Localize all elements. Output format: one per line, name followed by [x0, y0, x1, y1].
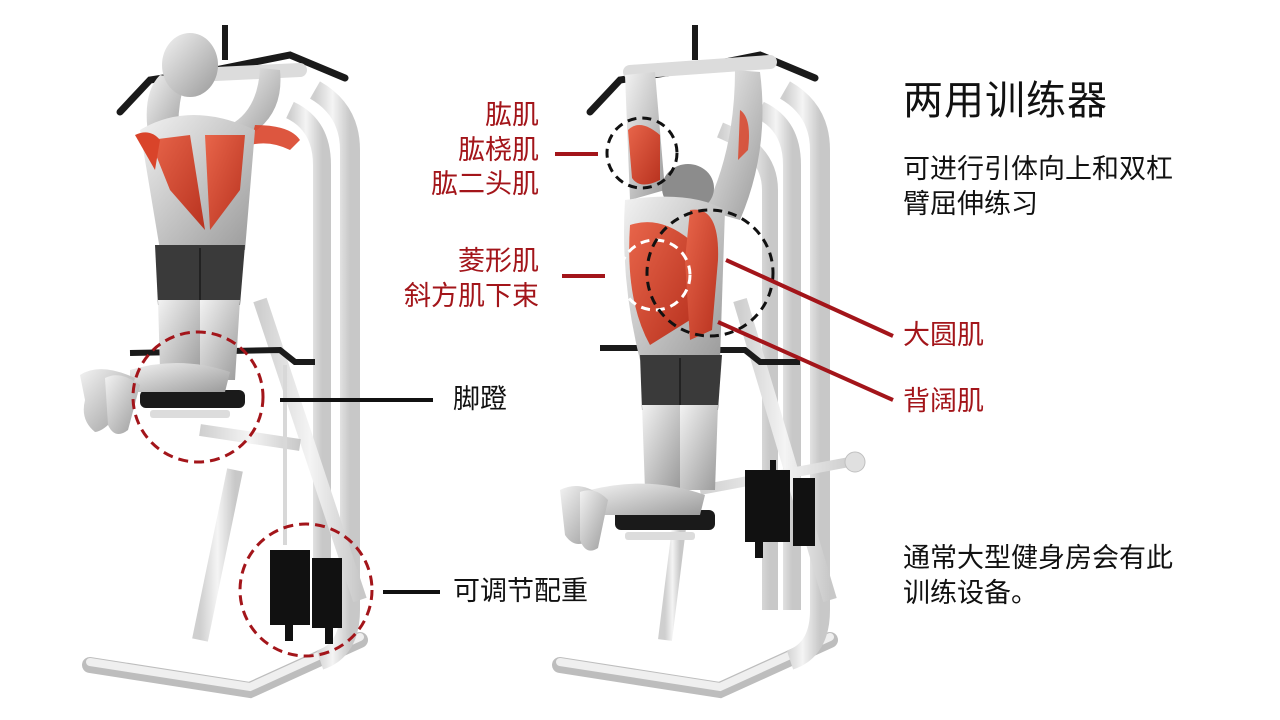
label-latissimus: 背阔肌: [903, 386, 984, 417]
description-line-2: 臂屈伸练习: [903, 189, 1038, 221]
lats-highlight-circle: [645, 208, 775, 338]
teres-major-leader-line: [725, 258, 894, 338]
page-title: 两用训练器: [903, 78, 1108, 124]
mid-back-muscle-labels: 菱形肌 斜方肌下束: [404, 245, 539, 314]
arm-muscle-labels: 肱肌 肱桡肌 肱二头肌: [431, 99, 539, 203]
label-adjustable-weight: 可调节配重: [453, 576, 588, 607]
footnote-line-1: 通常大型健身房会有此: [903, 543, 1173, 574]
footnote-line-2: 训练设备。: [903, 578, 1038, 610]
label-foot-pedal: 脚蹬: [453, 384, 507, 415]
label-lower-trapezius: 斜方肌下束: [404, 280, 539, 312]
label-biceps: 肱二头肌: [431, 169, 539, 201]
arm-highlight-circle: [605, 116, 679, 190]
foot-pedal-highlight-circle: [131, 330, 265, 464]
left-figure: [80, 33, 300, 434]
description-line-1: 可进行引体向上和双杠: [903, 154, 1173, 185]
weight-stack-highlight-circle: [238, 522, 374, 658]
left-machine: [82, 25, 368, 699]
label-rhomboid: 菱形肌: [458, 246, 539, 277]
right-figure: [560, 70, 763, 551]
lats-leader-line: [717, 320, 894, 402]
rhomboid-highlight-circle: [618, 238, 692, 312]
footnote: 通常大型健身房会有此 训练设备。: [903, 541, 1173, 611]
label-brachioradialis: 肱桡肌: [458, 134, 539, 166]
label-brachialis: 肱肌: [485, 100, 539, 131]
label-teres-major: 大圆肌: [903, 320, 984, 351]
description: 可进行引体向上和双杠 臂屈伸练习: [903, 152, 1173, 222]
